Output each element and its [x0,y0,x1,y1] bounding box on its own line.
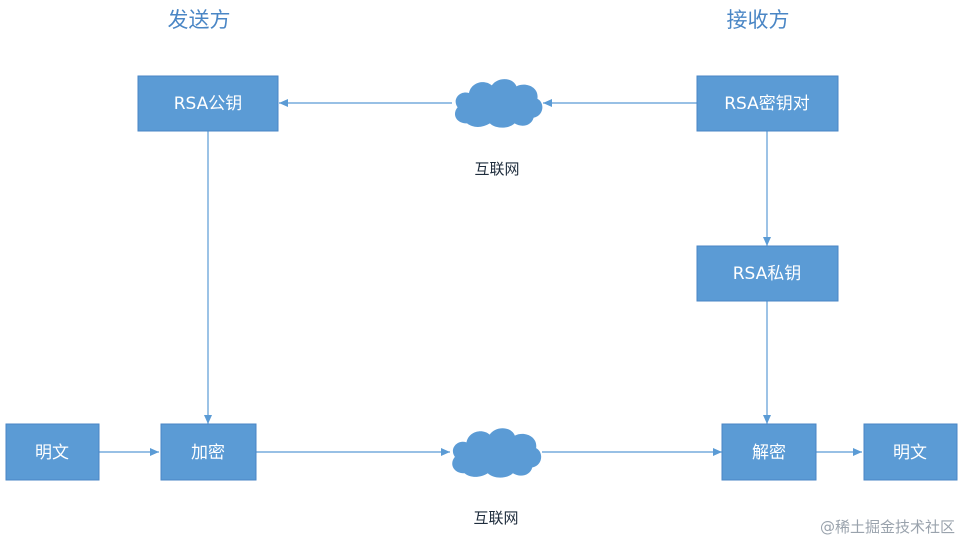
node-rsa-public-key-label: RSA公钥 [174,94,243,114]
node-plaintext-left: 明文 [5,423,100,481]
node-rsa-private-key-label: RSA私钥 [733,264,802,284]
node-plaintext-left-label: 明文 [35,443,69,463]
node-plaintext-right-label: 明文 [893,443,927,463]
node-rsa-key-pair: RSA密钥对 [696,75,839,132]
node-plaintext-right: 明文 [863,423,958,481]
receiver-heading: 接收方 [727,8,790,32]
node-encrypt-label: 加密 [191,443,225,463]
node-encrypt: 加密 [160,423,257,481]
connectors [99,99,862,456]
node-decrypt: 解密 [721,423,817,481]
cloud-label-bottom: 互联网 [473,509,518,527]
internet-cloud-icon-bottom [452,428,542,478]
node-rsa-public-key: RSA公钥 [137,75,279,132]
node-decrypt-label: 解密 [752,443,786,463]
node-rsa-private-key: RSA私钥 [696,245,839,302]
sender-heading: 发送方 [168,8,231,32]
internet-cloud-icon-top [454,79,543,128]
watermark: @稀土掘金技术社区 [820,518,955,536]
cloud-label-top: 互联网 [474,160,519,178]
node-rsa-key-pair-label: RSA密钥对 [724,94,810,114]
